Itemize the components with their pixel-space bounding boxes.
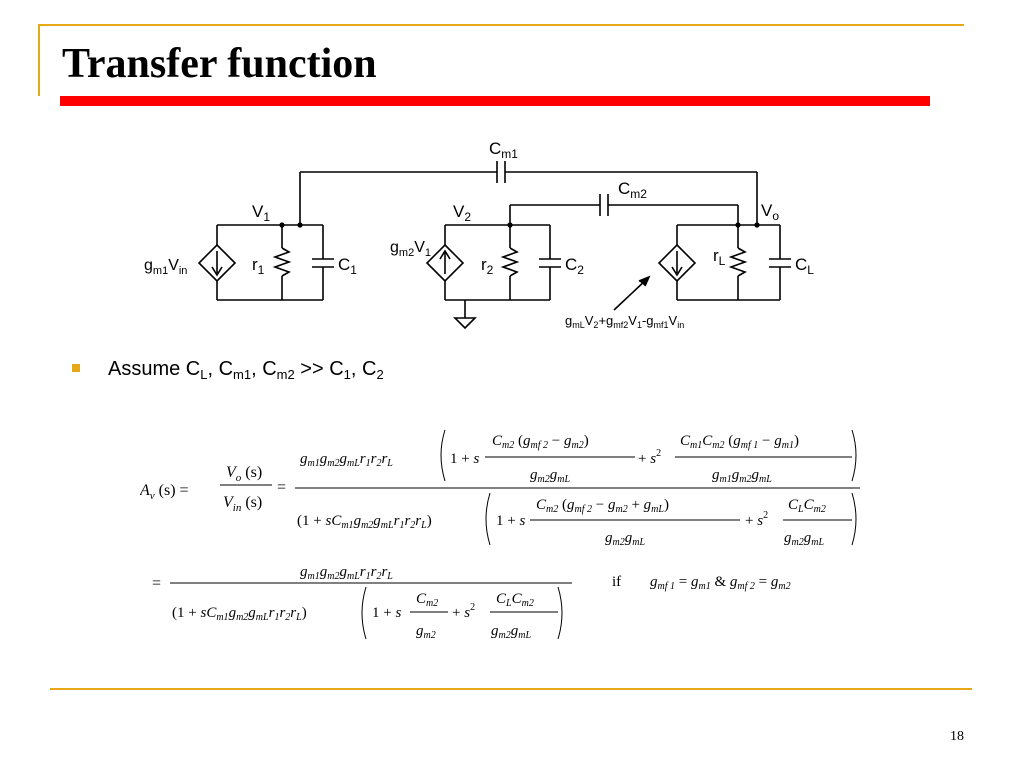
r1-label: r1: [252, 255, 265, 277]
cm2-label: Cm2: [618, 179, 647, 201]
c2-label: C2: [565, 255, 584, 277]
r2-label: r2: [481, 255, 494, 277]
svg-text:gm1gm2gmL: gm1gm2gmL: [712, 467, 772, 485]
transfer-function-equations: Av (s) = Vo (s) Vin (s) = gm1gm2gmLr1r2r…: [140, 429, 860, 641]
svg-text:Cm2 (gmf 2 − gm2 + gmL): Cm2 (gmf 2 − gm2 + gmL): [536, 497, 669, 515]
output-source-label: gmLV2+gmf2V1-gmf1Vin: [565, 313, 684, 330]
svg-text:=: =: [277, 479, 286, 496]
rl-label: rL: [713, 246, 726, 268]
svg-text:gm2gmL: gm2gmL: [491, 623, 531, 641]
left-accent-line: [38, 24, 40, 96]
svg-text:CLCm2: CLCm2: [788, 497, 826, 515]
page-number: 18: [950, 729, 964, 744]
assumption-bullet: Assume CL, Cm1, Cm2 >> C1, C2: [72, 358, 384, 382]
av-symbol: Av (s) =: [140, 482, 189, 502]
c1-label: C1: [338, 255, 357, 277]
svg-text:CLCm2: CLCm2: [496, 591, 534, 609]
svg-text:+ s2: + s2: [638, 448, 661, 467]
bottom-accent-line: [50, 688, 972, 690]
svg-text:Cm2: Cm2: [416, 591, 438, 609]
cl-label: CL: [795, 255, 814, 277]
svg-text:gm1gm2gmLr1r2rL: gm1gm2gmLr1r2rL: [300, 564, 393, 582]
vo-label: Vo: [761, 201, 779, 223]
svg-text:(1 + sCm1gm2gmLr1r2rL): (1 + sCm1gm2gmLr1r2rL): [172, 605, 307, 623]
title-underline-bar: [60, 96, 930, 106]
svg-text:+ s2: + s2: [745, 510, 768, 529]
circuit-schematic: Cm1 Cm2 V1 V2 Vo gm1Vin gm2V1 r1 C1 r2 C…: [144, 139, 814, 330]
condition-expression: gmf 1 = gm1 & gmf 2 = gm2: [650, 574, 791, 592]
svg-text:1 + s: 1 + s: [496, 513, 525, 529]
svg-text:(1 + sCm1gm2gmLr1r2rL): (1 + sCm1gm2gmLr1r2rL): [297, 513, 432, 531]
gm2v1-source-label: gm2V1: [390, 239, 431, 259]
svg-text:Cm1Cm2 (gmf 1 − gm1): Cm1Cm2 (gmf 1 − gm1): [680, 433, 799, 451]
svg-text:+ s2: + s2: [452, 602, 475, 621]
svg-text:gm2gmL: gm2gmL: [784, 530, 824, 548]
svg-text:Vin (s): Vin (s): [223, 494, 262, 514]
svg-text:gm1gm2gmLr1r2rL: gm1gm2gmLr1r2rL: [300, 451, 393, 469]
bullet-square-icon: [72, 363, 80, 372]
svg-text:=: =: [152, 575, 161, 592]
slide-title: Transfer function: [62, 41, 377, 87]
gm1vin-source-label: gm1Vin: [144, 257, 187, 277]
svg-text:Cm2 (gmf 2 − gm2): Cm2 (gmf 2 − gm2): [492, 433, 589, 451]
svg-text:Vo (s): Vo (s): [226, 464, 262, 484]
svg-text:gm2gmL: gm2gmL: [605, 530, 645, 548]
svg-text:1 + s: 1 + s: [372, 605, 401, 621]
svg-text:gm2gmL: gm2gmL: [530, 467, 570, 485]
v2-label: V2: [453, 202, 471, 224]
top-accent-line: [38, 24, 964, 26]
if-label: if: [612, 574, 621, 590]
v1-label: V1: [252, 202, 270, 224]
svg-text:gm2: gm2: [416, 623, 436, 641]
cm1-label: Cm1: [489, 139, 518, 161]
svg-text:1 + s: 1 + s: [450, 451, 479, 467]
